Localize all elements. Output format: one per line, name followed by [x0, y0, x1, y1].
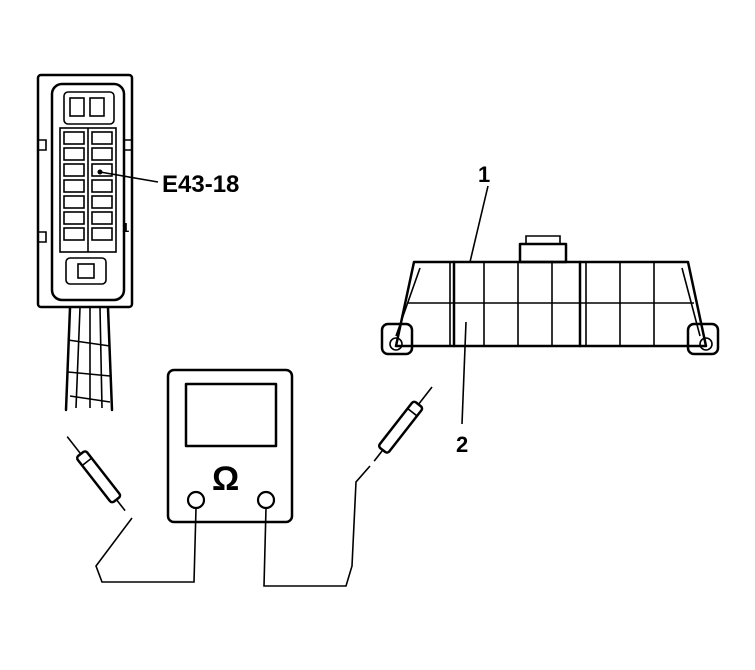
connector-pin-grid — [59, 127, 117, 253]
callout-2-label: 2 — [456, 432, 468, 457]
meter-jack-left — [186, 490, 206, 510]
wire-harness — [64, 306, 114, 412]
ohm-symbol: Ω — [212, 460, 239, 498]
heater-terminal-right — [686, 322, 720, 356]
callout-1-label: 1 — [478, 162, 490, 187]
callout-e43-18: E43-18 — [97, 169, 239, 198]
callout-1: 1 — [469, 162, 490, 263]
harness-connector — [36, 73, 134, 412]
heater-grid — [408, 260, 694, 348]
heater-element — [380, 235, 720, 356]
test-lead-left — [66, 436, 197, 583]
callout-e43-18-label: E43-18 — [162, 171, 239, 198]
meter-jack-right — [256, 490, 276, 510]
heater-terminal-left — [380, 322, 414, 356]
ohmmeter: Ω — [166, 368, 294, 524]
pin-number-label: 1 — [122, 220, 129, 235]
callout-2: 2 — [456, 321, 468, 457]
test-lead-right — [263, 386, 433, 587]
